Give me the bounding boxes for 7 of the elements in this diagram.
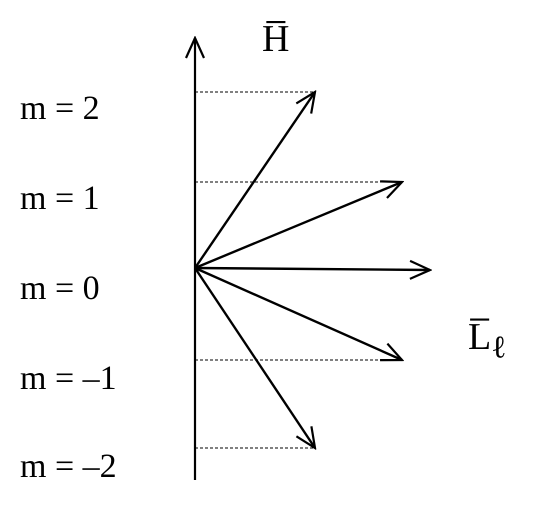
- quantum-number-label: m = 2: [20, 92, 100, 126]
- quantum-number-label: m = –1: [20, 362, 117, 396]
- quantum-number-label: m = –2: [20, 450, 117, 484]
- quantum-number-label: m = 0: [20, 272, 100, 306]
- axis-label: H̅: [262, 20, 290, 58]
- vector-label: L̅$_{ℓ}$: [468, 318, 506, 364]
- quantum-number-label: m = 1: [20, 182, 100, 216]
